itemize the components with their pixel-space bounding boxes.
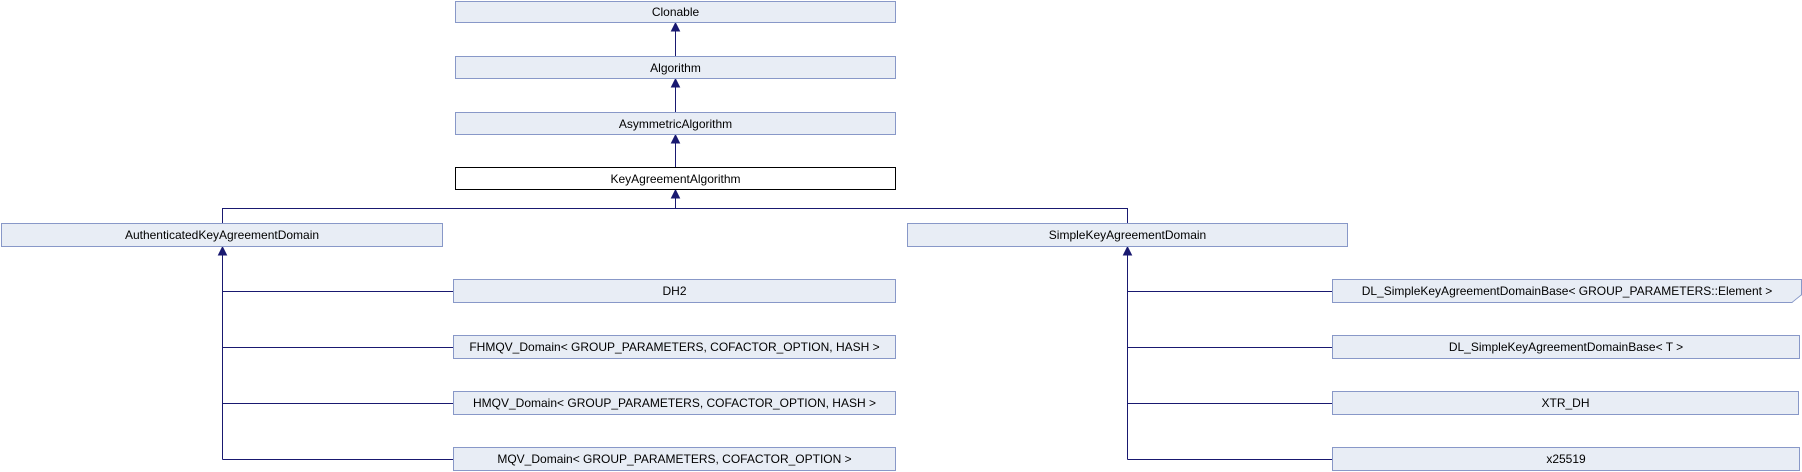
class-node-label: HMQV_Domain< GROUP_PARAMETERS, COFACTOR_… xyxy=(473,396,876,410)
class-node-label: SimpleKeyAgreementDomain xyxy=(1048,228,1207,242)
class-node-x25519[interactable]: x25519 xyxy=(1332,447,1800,471)
class-node-algorithm[interactable]: Algorithm xyxy=(455,56,896,79)
class-node-key-agreement-algorithm-current: KeyAgreementAlgorithm xyxy=(455,167,896,190)
class-node-label: MQV_Domain< GROUP_PARAMETERS, COFACTOR_O… xyxy=(497,452,852,466)
class-node-simple-key-agreement-domain[interactable]: SimpleKeyAgreementDomain xyxy=(907,223,1348,247)
class-node-label: AsymmetricAlgorithm xyxy=(618,116,733,131)
class-node-fhmqv-domain[interactable]: FHMQV_Domain< GROUP_PARAMETERS, COFACTOR… xyxy=(453,335,896,359)
class-node-clonable[interactable]: Clonable xyxy=(455,1,896,23)
class-node-label: Algorithm xyxy=(650,60,701,75)
class-node-authenticated-key-agreement-domain[interactable]: AuthenticatedKeyAgreementDomain xyxy=(1,223,443,247)
class-node-label: XTR_DH xyxy=(1541,396,1590,410)
class-node-mqv-domain[interactable]: MQV_Domain< GROUP_PARAMETERS, COFACTOR_O… xyxy=(453,447,896,471)
class-node-label: AuthenticatedKeyAgreementDomain xyxy=(124,228,320,242)
class-node-label: DL_SimpleKeyAgreementDomainBase< GROUP_P… xyxy=(1361,284,1773,298)
class-node-label: KeyAgreementAlgorithm xyxy=(610,171,741,186)
class-node-label: DH2 xyxy=(662,284,687,298)
class-node-xtr-dh[interactable]: XTR_DH xyxy=(1332,391,1799,415)
class-node-dl-simple-key-agreement-domain-base-element[interactable]: DL_SimpleKeyAgreementDomainBase< GROUP_P… xyxy=(1332,279,1802,303)
class-node-asymmetric-algorithm[interactable]: AsymmetricAlgorithm xyxy=(455,112,896,135)
class-node-label: Clonable xyxy=(651,5,700,19)
class-node-dl-simple-key-agreement-domain-base-t[interactable]: DL_SimpleKeyAgreementDomainBase< T > xyxy=(1332,335,1800,359)
class-node-hmqv-domain[interactable]: HMQV_Domain< GROUP_PARAMETERS, COFACTOR_… xyxy=(453,391,896,415)
class-node-label: DL_SimpleKeyAgreementDomainBase< T > xyxy=(1448,340,1684,354)
class-node-dh2[interactable]: DH2 xyxy=(453,279,896,303)
class-node-label: FHMQV_Domain< GROUP_PARAMETERS, COFACTOR… xyxy=(469,340,880,354)
class-node-label: x25519 xyxy=(1546,452,1586,466)
